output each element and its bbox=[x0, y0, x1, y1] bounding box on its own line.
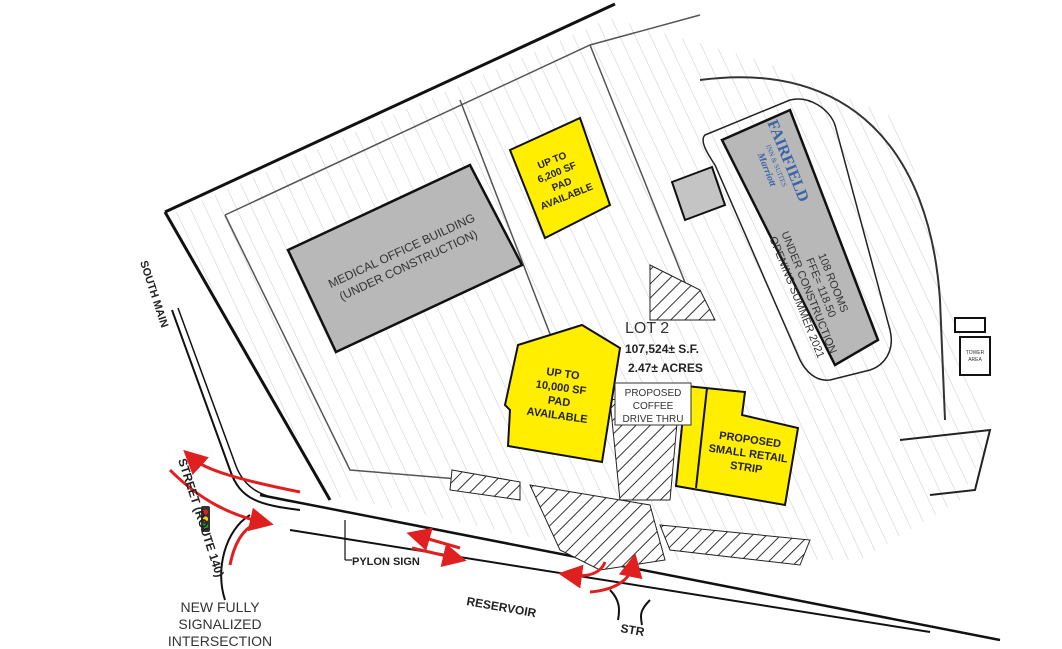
pad-10000sf bbox=[503, 323, 622, 464]
tower-equipment bbox=[954, 317, 986, 333]
reservoir-street bbox=[220, 514, 251, 601]
hotel-driveway bbox=[702, 98, 892, 381]
tower-text: TOWER bbox=[966, 350, 985, 356]
south-main-label: SOUTH MAIN bbox=[137, 259, 170, 329]
coffee-text: PROPOSED bbox=[625, 388, 682, 399]
drive-aisle bbox=[899, 428, 992, 496]
reservoir-street bbox=[289, 529, 931, 633]
drive-aisle bbox=[699, 76, 946, 421]
property-boundary bbox=[164, 2, 616, 214]
hatched-area bbox=[659, 524, 811, 566]
coffee-text: COFFEE bbox=[633, 401, 674, 412]
medical-office-building bbox=[286, 163, 524, 354]
reservoir-label: RESERVOIR bbox=[465, 594, 537, 620]
south-main-label-2: STREET (ROUTE 140) bbox=[175, 457, 227, 579]
south-main-street bbox=[171, 309, 301, 511]
pylon-sign-label: PYLON SIGN bbox=[352, 556, 420, 568]
traffic-arrows bbox=[168, 449, 643, 594]
hatched-area bbox=[649, 264, 716, 321]
retail-divider bbox=[695, 387, 708, 489]
lot-area-sf: 107,524± S.F. bbox=[625, 342, 699, 356]
intersection-label: SIGNALIZED bbox=[178, 616, 261, 632]
tower-area bbox=[959, 336, 991, 376]
intersection-label: NEW FULLY bbox=[180, 599, 260, 615]
lot-name: LOT 2 bbox=[625, 320, 669, 337]
hotel-building bbox=[720, 108, 880, 367]
pad-large-text: PAD bbox=[547, 394, 571, 409]
tower-text: AREA bbox=[968, 357, 982, 363]
drive-aisle bbox=[224, 214, 471, 481]
driveway bbox=[609, 589, 651, 626]
coffee-label-box bbox=[614, 382, 692, 426]
reservoir-label-2: STR bbox=[619, 621, 645, 639]
hotel-wing bbox=[670, 165, 727, 222]
lot-area-acres: 2.47± ACRES bbox=[628, 361, 703, 375]
pad-6200sf bbox=[508, 116, 612, 240]
drive-aisle bbox=[459, 99, 561, 361]
pad-large-text: UP TO bbox=[546, 366, 581, 383]
hatched-area bbox=[449, 469, 521, 501]
retail-text: STRIP bbox=[729, 460, 763, 476]
small-retail-strip bbox=[674, 384, 800, 507]
parking-area bbox=[170, 18, 990, 560]
drive-aisle bbox=[589, 44, 701, 321]
property-boundary-west bbox=[163, 211, 332, 501]
intersection-label: INTERSECTION bbox=[168, 633, 272, 649]
coffee-text: DRIVE THRU bbox=[623, 414, 684, 425]
